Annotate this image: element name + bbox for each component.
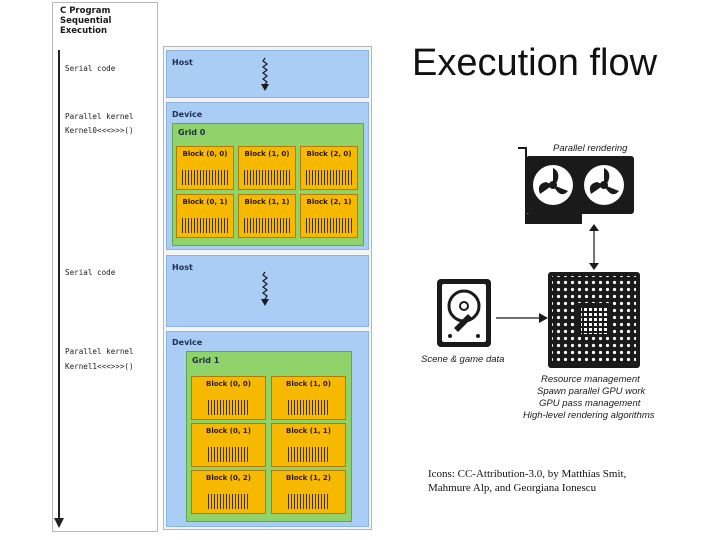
- grid-0-label: Grid 0: [178, 128, 206, 137]
- grid1-block-0-0: Block (0, 0): [191, 376, 266, 420]
- cpu-icon: [548, 272, 640, 368]
- cpu-label-2: Spawn parallel GPU work: [537, 386, 646, 397]
- grid0-block-0-1: Block (0, 1): [176, 194, 234, 238]
- host-section-1: [166, 50, 369, 98]
- gpu-icon: [518, 147, 634, 224]
- host-label-1: Host: [172, 58, 193, 67]
- slide-title: Execution flow: [412, 42, 658, 84]
- grid0-block-2-0: Block (2, 0): [300, 146, 358, 190]
- serial-code-1: Serial code: [65, 64, 116, 73]
- kernel1-call: Kernel1<<<>>>(): [65, 362, 134, 371]
- code-panel: [52, 2, 158, 532]
- icon-credit: Icons: CC-Attribution-3.0, by Matthias S…: [428, 467, 626, 495]
- icon-credit-line-2: Mahmure Alp, and Georgiana Ionescu: [428, 482, 597, 494]
- host-section-2: [166, 255, 369, 327]
- serial-thread-1-icon: [261, 57, 269, 91]
- grid-1-label: Grid 1: [192, 356, 220, 365]
- grid1-block-1-1: Block (1, 1): [271, 423, 346, 467]
- timeline-arrow: [58, 50, 60, 520]
- grid0-block-1-1: Block (1, 1): [238, 194, 296, 238]
- hard-disk-icon: [437, 279, 491, 347]
- code-panel-title-2: Sequential: [60, 16, 112, 26]
- gpu-label: Parallel rendering: [553, 143, 628, 154]
- grid1-block-0-2: Block (0, 2): [191, 470, 266, 514]
- grid0-block-0-0: Block (0, 0): [176, 146, 234, 190]
- cpu-label-4: High-level rendering algorithms: [523, 410, 655, 421]
- cpu-label-1: Resource management: [541, 374, 640, 385]
- parallel-kernel-1: Parallel kernel: [65, 112, 134, 121]
- icon-credit-line-1: Icons: CC-Attribution-3.0, by Matthias S…: [428, 468, 627, 480]
- disk-label: Scene & game data: [421, 354, 505, 365]
- timeline-arrow-head: [54, 518, 64, 528]
- gpu-cpu-arrow-icon: [589, 224, 599, 270]
- parallel-kernel-2: Parallel kernel: [65, 347, 134, 356]
- grid0-block-2-1: Block (2, 1): [300, 194, 358, 238]
- serial-code-2: Serial code: [65, 268, 116, 277]
- cpu-label-3: GPU pass management: [539, 398, 641, 409]
- device-label-2: Device: [172, 338, 203, 347]
- serial-thread-2-icon: [261, 271, 269, 306]
- code-panel-title-3: Execution: [60, 26, 108, 36]
- grid1-block-1-0: Block (1, 0): [271, 376, 346, 420]
- device-label-1: Device: [172, 110, 203, 119]
- host-label-2: Host: [172, 263, 193, 272]
- disk-cpu-arrow-icon: [496, 313, 548, 323]
- grid1-block-0-1: Block (0, 1): [191, 423, 266, 467]
- kernel0-call: Kernel0<<<>>>(): [65, 126, 134, 135]
- code-panel-title-1: C Program: [60, 6, 111, 16]
- grid1-block-1-2: Block (1, 2): [271, 470, 346, 514]
- grid0-block-1-0: Block (1, 0): [238, 146, 296, 190]
